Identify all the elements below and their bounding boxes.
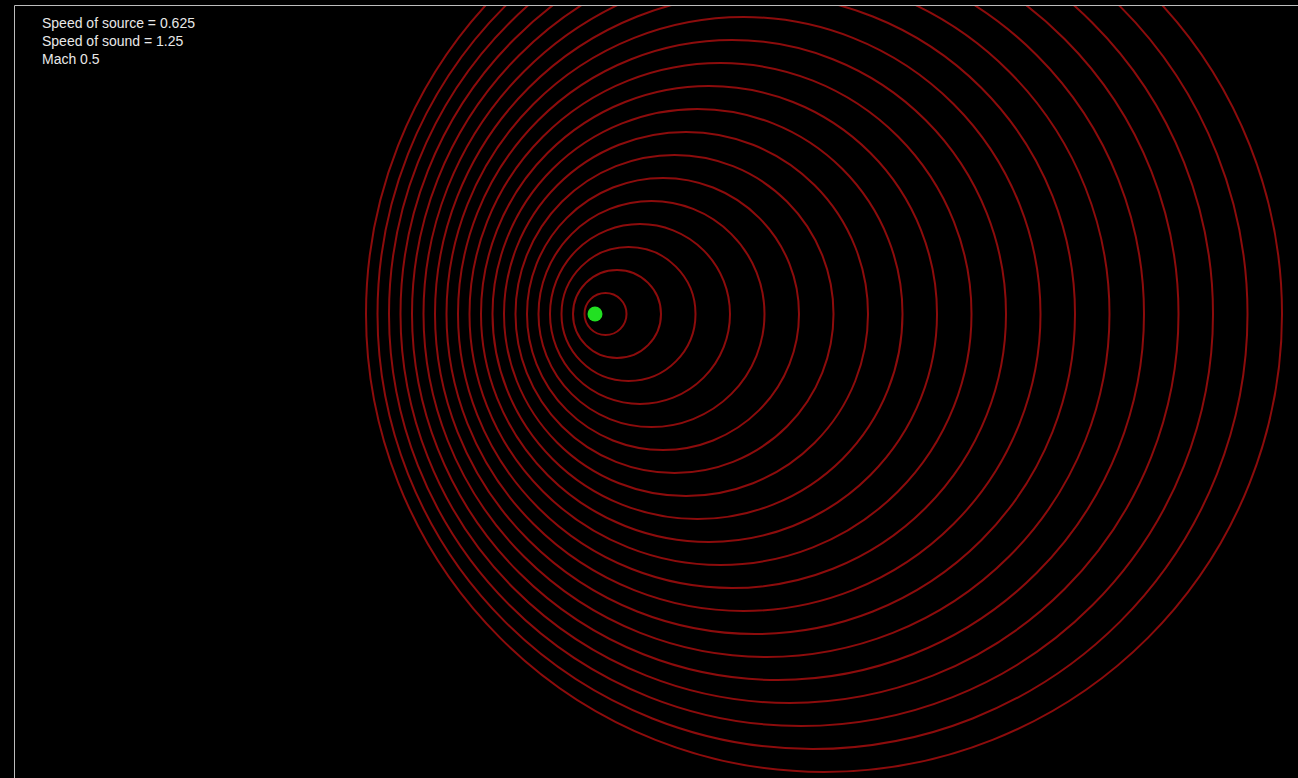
info-text: Speed of sound = 1.25	[42, 32, 195, 50]
wavefront-circle	[550, 224, 730, 404]
sound-source	[588, 307, 603, 322]
wavefront-circle	[504, 132, 868, 496]
wavefronts	[366, 6, 1282, 772]
wavefront-circle	[493, 109, 903, 519]
wavefront-circle	[527, 178, 799, 450]
wavefront-circle	[539, 201, 765, 427]
wavefront-circle	[366, 6, 1282, 772]
wavefront-circle	[481, 86, 937, 542]
wavefront-circle	[435, 6, 1075, 634]
frame-border	[15, 6, 1298, 778]
wavefront-circle	[412, 6, 1144, 680]
wavefront-circle	[447, 17, 1041, 611]
wavefront-circle	[401, 6, 1179, 703]
wavefront-circle	[378, 6, 1248, 749]
info-text: Mach 0.5	[42, 50, 195, 68]
wavefront-circle	[424, 6, 1110, 657]
info-panel: Speed of source = 0.625Speed of sound = …	[42, 14, 195, 68]
wavefront-circle	[516, 155, 834, 473]
wavefront-circle	[585, 293, 627, 335]
wavefront-circle	[470, 63, 972, 565]
wavefront-circle	[458, 40, 1006, 588]
wavefront-circle	[562, 247, 696, 381]
wavefront-circle	[573, 270, 661, 358]
info-text: Speed of source = 0.625	[42, 14, 195, 32]
wavefront-circle	[389, 6, 1213, 726]
